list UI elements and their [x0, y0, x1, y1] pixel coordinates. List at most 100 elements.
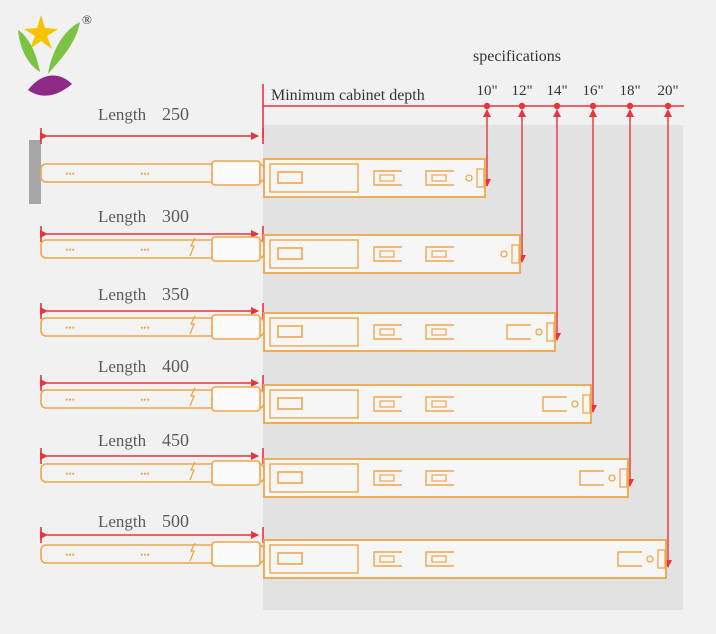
- length-word-5: Length: [98, 431, 147, 450]
- slide-bearing-6: [277, 552, 303, 565]
- slide-channel-2: [269, 239, 359, 269]
- slide-channel-3: [269, 317, 359, 347]
- connector-block-1: [211, 160, 261, 186]
- break-mark-2: [189, 237, 196, 257]
- length-value-4: 400: [162, 356, 189, 376]
- spec-dot-6: [664, 102, 672, 110]
- connector-block-5: [211, 460, 261, 486]
- slide-channel-6: [269, 544, 359, 574]
- slide-end-slot-3: [506, 324, 531, 340]
- min-depth-label: Minimum cabinet depth: [271, 87, 425, 104]
- connector-block-3: [211, 314, 261, 340]
- spec-label-2: 12": [511, 83, 532, 99]
- slide-slot-5-2: [425, 470, 454, 486]
- slide-slot-2-1: [373, 246, 402, 262]
- slide-tip-hole-6: [646, 555, 654, 563]
- slide-tip-hole-3: [535, 328, 543, 336]
- length-value-3: 350: [162, 284, 189, 304]
- slide-bearing-4: [277, 397, 303, 410]
- registered-mark: ®: [82, 12, 92, 27]
- spec-dot-3: [553, 102, 561, 110]
- spec-label-5: 18": [619, 83, 640, 99]
- slide-bearing-2: [277, 247, 303, 260]
- slide-tip-1: [476, 168, 485, 188]
- cabinet-depth-area: [263, 125, 683, 610]
- rail-hole-2-2: •••: [140, 245, 149, 255]
- spec-label-1: 10": [476, 83, 497, 99]
- spec-label-3: 14": [546, 83, 567, 99]
- slide-tip-hole-4: [571, 400, 579, 408]
- connector-block-2: [211, 236, 261, 262]
- break-mark-4: [189, 387, 196, 407]
- spec-dot-2: [518, 102, 526, 110]
- length-value-6: 500: [162, 511, 189, 531]
- spec-label-4: 16": [582, 83, 603, 99]
- slide-end-slot-4: [542, 396, 567, 412]
- slide-tip-hole-1: [465, 174, 473, 182]
- rail-hole-1-2: •••: [140, 169, 149, 179]
- slide-channel-5: [269, 463, 359, 493]
- specifications-label: specifications: [473, 48, 561, 65]
- slide-tip-5: [619, 468, 628, 488]
- slide-channel-4: [269, 389, 359, 419]
- length-value-1: 250: [162, 104, 189, 124]
- slide-body-2: [263, 234, 521, 274]
- length-word-4: Length: [98, 357, 147, 376]
- slide-slot-4-2: [425, 396, 454, 412]
- star-leaf-logo: [18, 15, 80, 96]
- rail-hole-2-1: •••: [65, 245, 74, 255]
- slide-slot-4-1: [373, 396, 402, 412]
- slide-slot-5-1: [373, 470, 402, 486]
- rail-hole-4-1: •••: [65, 395, 74, 405]
- slide-tip-4: [582, 394, 591, 414]
- slide-tip-2: [511, 244, 520, 264]
- slide-slot-1-2: [425, 170, 454, 186]
- slide-tip-hole-5: [608, 474, 616, 482]
- slide-slot-1-1: [373, 170, 402, 186]
- slide-tip-hole-2: [500, 250, 508, 258]
- slide-bearing-1: [277, 171, 303, 184]
- slide-end-slot-5: [579, 470, 604, 486]
- slide-channel-1: [269, 163, 359, 193]
- break-mark-5: [189, 461, 196, 481]
- connector-block-6: [211, 541, 261, 567]
- slide-slot-3-1: [373, 324, 402, 340]
- slide-body-4: [263, 384, 592, 424]
- slide-bearing-5: [277, 471, 303, 484]
- rail-hole-4-2: •••: [140, 395, 149, 405]
- rail-hole-3-1: •••: [65, 323, 74, 333]
- length-word-6: Length: [98, 512, 147, 531]
- slide-bearing-3: [277, 325, 303, 338]
- rail-hole-5-2: •••: [140, 469, 149, 479]
- rail-hole-6-2: •••: [140, 550, 149, 560]
- rail-hole-1-1: •••: [65, 169, 74, 179]
- length-word-3: Length: [98, 285, 147, 304]
- rail-hole-6-1: •••: [65, 550, 74, 560]
- slide-tip-6: [657, 549, 666, 569]
- slide-end-slot-6: [617, 551, 642, 567]
- break-mark-3: [189, 315, 196, 335]
- slide-slot-2-2: [425, 246, 454, 262]
- slide-slot-3-2: [425, 324, 454, 340]
- spec-dot-5: [626, 102, 634, 110]
- cabinet-wall: [29, 140, 41, 204]
- spec-dot-4: [589, 102, 597, 110]
- connector-block-4: [211, 386, 261, 412]
- spec-label-6: 20": [657, 83, 678, 99]
- spec-dot-1: [483, 102, 491, 110]
- slide-slot-6-1: [373, 551, 402, 567]
- length-word-1: Length: [98, 105, 147, 124]
- slide-slot-6-2: [425, 551, 454, 567]
- slide-body-3: [263, 312, 556, 352]
- length-value-2: 300: [162, 206, 189, 226]
- length-value-5: 450: [162, 430, 189, 450]
- rail-hole-3-2: •••: [140, 323, 149, 333]
